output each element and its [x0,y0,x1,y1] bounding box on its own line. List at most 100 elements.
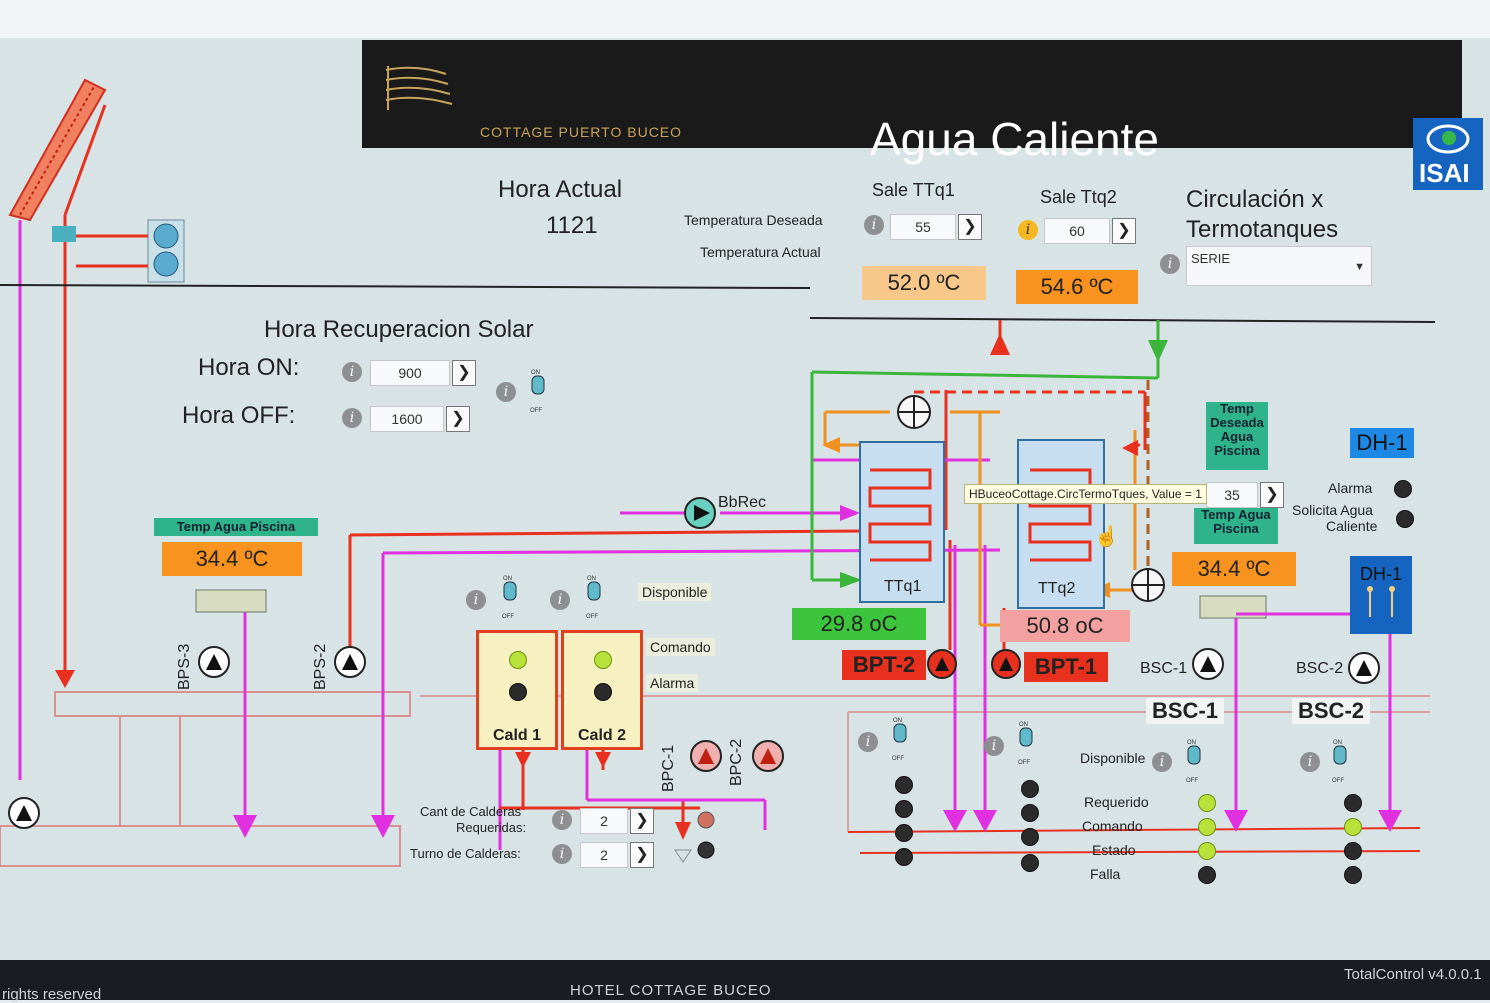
pool-temp2-label-line1: Temp Agua [1201,507,1271,522]
boiler-2[interactable]: Cald 2 [561,630,643,750]
hora-actual-value: 1121 [546,212,598,239]
ttq2-temp: 50.8 oC [1000,610,1130,642]
temperatura-deseada-label: Temperatura Deseada [684,212,823,228]
footer-version: TotalControl v4.0.0.1 [1344,966,1482,983]
dh-alarma-label: Alarma [1328,480,1373,496]
bsc2-small-label: BSC-2 [1296,660,1344,677]
turno-calderas-info-icon[interactable]: i [552,844,572,864]
cald2-toggle-info-icon[interactable]: i [550,590,570,610]
hora-on-input[interactable]: 900 [370,360,450,386]
svg-text:OFF: OFF [1186,778,1198,784]
comando-label: Comando [646,638,715,656]
turno-calderas-spin-button[interactable]: ❯ [630,842,654,868]
boiler2-label: Cald 2 [577,727,626,744]
pool-desired-label-line4: Piscina [1214,443,1260,458]
cant-calderas-spin-button[interactable]: ❯ [630,808,654,834]
pool-desired-label-line2: Deseada [1210,415,1264,430]
svg-text:OFF: OFF [502,614,514,620]
col2-led-2 [1021,804,1039,822]
pool-desired-spin-button[interactable]: ❯ [1260,482,1284,508]
hora-on-info-icon[interactable]: i [342,362,362,382]
toggle-a-info-icon[interactable]: i [858,732,878,752]
ttq1-info-icon[interactable]: i [864,215,884,235]
col1-led-3 [895,824,913,842]
ttq1-desired-spin-button[interactable]: ❯ [958,214,982,240]
bps2-label: BPS-2 [312,643,329,690]
solar-collector [8,78,107,780]
col4-led-estado [1344,842,1362,860]
termotanques-label: Termotanques [1186,216,1339,243]
value-tooltip: HBuceoCottage.CircTermoTques, Value = 1 [964,484,1207,504]
ttq2-desired-input[interactable]: 60 [1044,218,1110,244]
solar-toggle-info-icon[interactable]: i [496,382,516,402]
requeridas-label: Requeridas: [456,820,527,835]
bpc2-label: BPC-2 [728,738,745,786]
circulation-selected-value: SERIE [1191,251,1231,266]
window-top-strip [0,0,1490,38]
tank-ttq2 [1017,439,1105,609]
bbrec-label: BbRec [718,494,767,511]
boiler1-alarm-led [509,683,527,701]
turno-calderas-input[interactable]: 2 [580,842,628,868]
col2-led-4 [1021,854,1039,872]
col2-led-3 [1021,828,1039,846]
caliente-label: Caliente [1326,518,1378,534]
ttq2-desired-spin-button[interactable]: ❯ [1112,218,1136,244]
hora-off-info-icon[interactable]: i [342,408,362,428]
toggle-d-info-icon[interactable]: i [1300,752,1320,772]
cant-calderas-input[interactable]: 2 [580,808,628,834]
solicita-agua-led [1396,510,1414,528]
col1-led-1 [895,776,913,794]
col1-led-2 [895,800,913,818]
isai-eye-icon [1426,124,1470,154]
pool-temp-value: 34.4 ºC [162,542,302,576]
piping-diagram [0,78,1436,867]
pool-desired-label: Temp Deseada Agua Piscina [1206,402,1268,470]
col3-led-estado [1198,842,1216,860]
bpt2-tag: BPT-2 [842,650,926,680]
col3-led-requerido [1198,794,1216,812]
cald1-toggle-info-icon[interactable]: i [466,590,486,610]
hora-off-spin-button[interactable]: ❯ [446,406,470,432]
boiler-1[interactable]: Cald 1 [476,630,558,750]
svg-text:OFF: OFF [892,756,904,762]
ttq2-warning-icon[interactable]: i [1018,220,1038,240]
valve-right [1131,568,1165,602]
pool-desired-input[interactable]: 35 [1206,482,1258,508]
hora-off-input[interactable]: 1600 [370,406,444,432]
circulation-info-icon[interactable]: i [1160,254,1180,274]
circulation-select[interactable]: SERIE ▼ [1186,246,1372,286]
pool-temp2-label-line2: Piscina [1213,521,1259,536]
toggle-c-info-icon[interactable]: i [1152,752,1172,772]
isai-logo: ISAI [1413,118,1483,190]
dh1-tag: DH-1 [1350,428,1414,458]
bpt1-tag: BPT-1 [1024,652,1108,682]
dh1-connectors-icon [1367,586,1395,617]
svg-text:ON: ON [587,576,596,582]
col1-led-4 [895,848,913,866]
ttq2-label: TTq2 [1038,580,1076,597]
toggle-b-info-icon[interactable]: i [984,736,1004,756]
ttq1-temp: 29.8 oC [792,608,926,640]
dh1-unit[interactable]: DH-1 [1350,556,1412,634]
cant-calderas-info-icon[interactable]: i [552,810,572,830]
boiler2-alarm-led [594,683,612,701]
hora-on-label: Hora ON: [198,354,300,381]
ttq1-desired-input[interactable]: 55 [890,214,956,240]
bpc1-label: BPC-1 [660,744,677,792]
ttq2-actual-temp: 54.6 ºC [1016,270,1138,304]
sale-ttq2-label: Sale Ttq2 [1040,187,1117,207]
hora-on-spin-button[interactable]: ❯ [452,360,476,386]
boiler1-status-led [509,651,527,669]
page-title: Agua Caliente [870,113,1159,165]
cottage-logo-icon [385,66,453,110]
footer-bar: rights reserved HOTEL COTTAGE BUCEO Tota… [0,960,1490,1003]
tank-ttq1 [859,441,945,603]
